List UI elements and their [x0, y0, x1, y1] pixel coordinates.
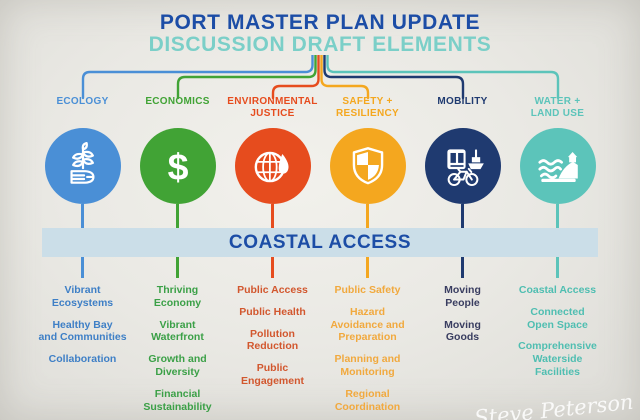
list-item: Financial Sustainability — [143, 387, 212, 413]
list-item: Public Health — [239, 305, 306, 318]
list-item: Collaboration — [48, 353, 117, 366]
page-title: PORT MASTER PLAN UPDATE — [159, 11, 481, 34]
category-label-economics: ECONOMICS — [145, 96, 210, 107]
ecology-items: Vibrant Ecosystems Healthy Bay and Commu… — [35, 284, 130, 420]
economics-items: Thriving Economy Vibrant Waterfront Grow… — [130, 284, 225, 420]
mobility-circle — [424, 128, 501, 204]
shield-icon — [352, 147, 383, 185]
category-label-water-land-use: WATER + LAND USE — [530, 96, 585, 119]
page-subtitle: DISCUSSION DRAFT ELEMENTS — [148, 33, 492, 56]
transit-icon — [446, 149, 484, 187]
branch-line-ecology — [81, 55, 314, 100]
economics-circle: $ — [139, 128, 216, 204]
list-item: Hazard Avoidance and Preparation — [330, 305, 405, 344]
category-icons-row: $ — [35, 128, 605, 204]
branch-line-safety — [320, 55, 370, 100]
list-item: Moving Goods — [444, 318, 481, 344]
svg-text:$: $ — [167, 146, 188, 188]
environmental-justice-circle — [234, 128, 311, 204]
category-items-row: Vibrant Ecosystems Healthy Bay and Commu… — [35, 284, 605, 420]
list-item: Pollution Reduction — [246, 327, 299, 353]
category-label-environmental-justice: ENVIRONMENTAL JUSTICE — [227, 96, 318, 119]
safety-resiliency-circle — [329, 128, 406, 204]
list-item: Moving People — [444, 284, 481, 309]
branch-line-mobility — [323, 55, 465, 100]
list-item: Public Access — [237, 284, 308, 296]
branch-line-water — [326, 55, 560, 100]
branch-line-environmental-justice — [271, 55, 320, 100]
list-item: Growth and Diversity — [148, 353, 207, 378]
list-item: Healthy Bay and Communities — [38, 318, 127, 344]
category-labels-row: ECOLOGY ECONOMICS ENVIRONMENTAL JUSTICE … — [35, 96, 605, 119]
list-item: Coastal Access — [518, 284, 597, 296]
list-item: Vibrant Waterfront — [151, 318, 204, 344]
list-item: Vibrant Ecosystems — [51, 284, 114, 309]
list-item: Connected Open Space — [527, 305, 588, 331]
list-item: Thriving Economy — [153, 284, 202, 309]
list-item: Planning and Monitoring — [334, 353, 401, 378]
category-label-mobility: MOBILITY — [437, 96, 488, 107]
list-item: Comprehensive Waterside Facilities — [518, 340, 597, 378]
category-label-safety-resiliency: SAFETY + RESILIENCY — [335, 96, 399, 119]
shoreline-icon — [537, 151, 578, 183]
ecology-circle — [44, 128, 121, 204]
water-land-use-circle — [519, 128, 596, 204]
branch-line-economics — [176, 55, 317, 100]
branch-connector-lines — [81, 55, 560, 100]
mobility-items: Moving People Moving Goods — [415, 284, 510, 420]
list-item: Public Safety — [334, 284, 401, 296]
list-item: Regional Coordination — [334, 387, 401, 413]
safety-resiliency-items: Public Safety Hazard Avoidance and Prepa… — [320, 284, 415, 420]
environmental-justice-items: Public Access Public Health Pollution Re… — [225, 284, 320, 420]
water-land-use-items: Coastal Access Connected Open Space Comp… — [510, 284, 605, 420]
dollar-icon: $ — [167, 146, 188, 188]
coastal-access-banner: COASTAL ACCESS — [42, 228, 598, 257]
seedling-hand-icon — [69, 141, 95, 184]
list-item: Public Engagement — [240, 362, 304, 387]
globe-flame-icon — [254, 151, 289, 183]
category-label-ecology: ECOLOGY — [56, 96, 109, 107]
